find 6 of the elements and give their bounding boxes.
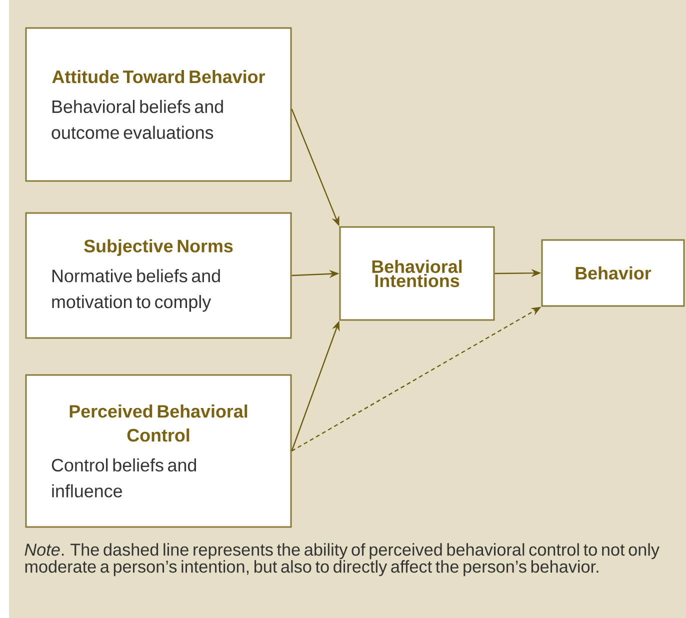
process-box: Attitude Toward Behavior Behavioral beliefs and outcome evaluations — [25, 27, 292, 182]
process-box: Behavior — [541, 239, 685, 307]
process-box: Subjective Norms Normative beliefs and motivation to comply — [25, 212, 292, 339]
process-box: Behavioral Intentions — [339, 226, 495, 321]
caption: Note. The dashed line represents the ability of perceived behavioral control to not only moderate a person’s intention, but also to directly affect the person’s behavior. — [24, 543, 660, 576]
process-box: Perceived Behavioral Control Control beliefs and influence — [25, 374, 292, 528]
